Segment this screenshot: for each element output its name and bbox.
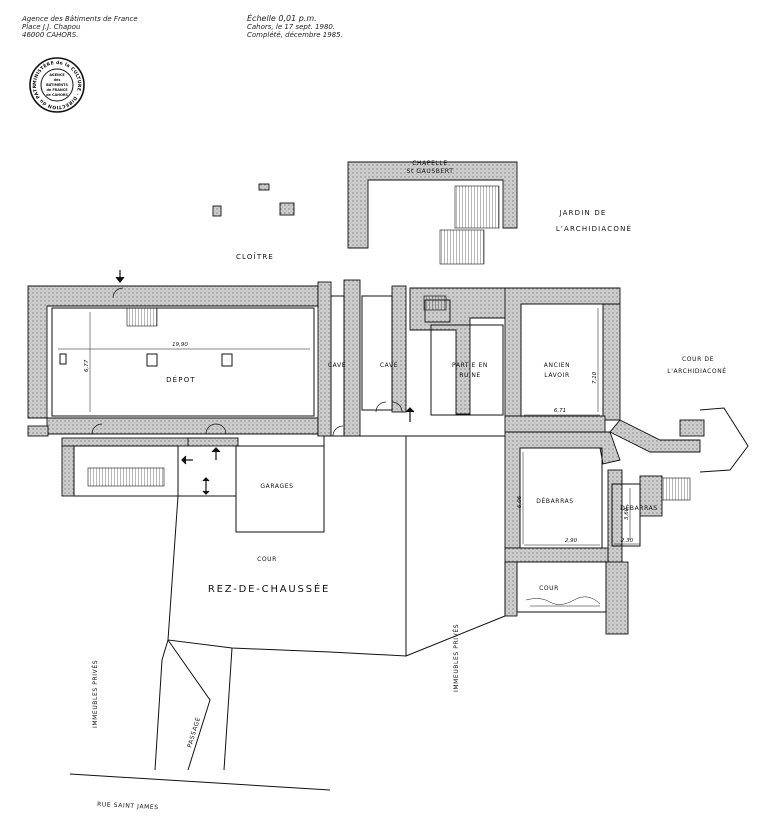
cour-hatching: [525, 596, 601, 607]
label-jardin-2: L'ARCHIDIACONÉ: [556, 224, 632, 233]
agency-line-3: 46000 CAHORS.: [22, 31, 79, 39]
room-outlines: [51, 295, 749, 791]
stairs: [87, 185, 691, 501]
label-lavoir-2: LAVOIR: [544, 372, 569, 379]
label-garages: GARAGES: [260, 483, 293, 490]
date-line-2: Complété, décembre 1985.: [247, 31, 343, 39]
label-debarras-2: DÉBARRAS: [620, 504, 657, 512]
stamp-center-1: AGENCE: [49, 73, 65, 77]
stamp-center-4: de FRANCE: [46, 88, 68, 92]
label-cour-arch-1: COUR DE: [682, 356, 714, 363]
label-cour-main: COUR: [257, 556, 277, 563]
door-swings: [91, 287, 403, 437]
dim-depot-width: 6,77: [84, 359, 90, 372]
dim-debarras2-width: 2,30: [621, 538, 634, 544]
walls: [27, 161, 705, 635]
scale-and-dates: Échelle 0,01 p.m. Cahors, le 17 sept. 19…: [247, 14, 343, 40]
dimension-lines: [58, 308, 640, 546]
scale-line: Échelle 0,01 p.m.: [247, 14, 317, 23]
official-stamp: MINISTÈRE de la CULTURE · DIRECTION du P…: [29, 57, 85, 113]
label-cour-arch-2: L'ARCHIDIACONÉ: [667, 367, 726, 375]
stamp-center-3: BÂTIMENTS: [46, 82, 68, 87]
plan-title: REZ-DE-CHAUSSÉE: [208, 582, 330, 595]
pillars: [59, 353, 233, 367]
dim-lavoir-height: 7,10: [592, 371, 598, 384]
agency-line-2: Place J.J. Chapou: [22, 23, 81, 31]
agency-address: Agence des Bâtiments de France Place J.J…: [22, 15, 138, 39]
dim-lavoir-width: 6,71: [554, 408, 566, 414]
label-cour-small: COUR: [539, 585, 559, 592]
agency-line-1: Agence des Bâtiments de France: [22, 15, 138, 23]
label-ruine-1: PARTIE EN: [452, 362, 488, 369]
label-immeubles-right: IMMEUBLES PRIVÉS: [452, 624, 460, 692]
label-cave-1: CAVE: [328, 362, 346, 369]
label-cloitre: CLOÎTRE: [236, 252, 274, 261]
dim-debarras2-height: 3,60: [624, 507, 630, 520]
label-jardin-1: JARDIN DE: [558, 209, 606, 217]
label-debarras-1: DÉBARRAS: [536, 497, 573, 505]
date-line-1: Cahors, le 17 sept. 1980.: [247, 23, 336, 31]
label-chapelle-1: CHAPELLE: [412, 160, 448, 167]
label-depot: DÉPOT: [166, 375, 196, 384]
stamp-center-2: des: [54, 78, 61, 82]
label-street: RUE SAINT JAMES: [97, 801, 159, 811]
label-lavoir-1: ANCIEN: [544, 362, 570, 369]
label-immeubles-left: IMMEUBLES PRIVÉS: [91, 660, 99, 728]
dim-debarras1-height: 6,06: [517, 495, 523, 508]
label-ruine-2: RUINE: [459, 372, 481, 379]
dim-debarras1-width: 2,90: [565, 538, 578, 544]
arrows: [115, 270, 415, 495]
dim-depot-length: 19,90: [172, 342, 188, 348]
stamp-center-5: de CAHORS: [46, 93, 68, 97]
label-chapelle-2: St GAUSBERT: [407, 168, 454, 175]
label-cave-2: CAVE: [380, 362, 398, 369]
